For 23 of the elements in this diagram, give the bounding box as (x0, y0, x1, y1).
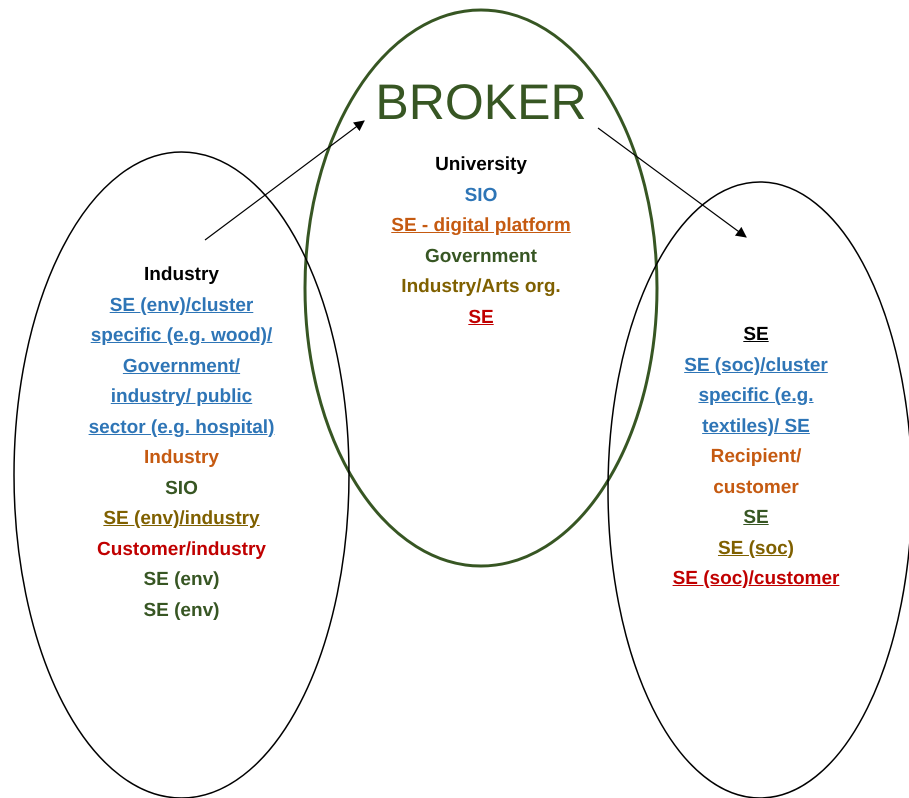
label: Industry (144, 263, 219, 287)
heading: BROKER (375, 73, 587, 132)
label: University (435, 153, 527, 177)
underlined-label: SE (743, 506, 769, 530)
arrow (204, 120, 365, 240)
label: SE (env) (143, 598, 220, 622)
underlined-label: SE (soc)/customer (672, 567, 840, 591)
underlined-label: SE (env)/industry (103, 507, 260, 531)
underlined-label: SE (env)/cluster specific (e.g. wood)/ Government/ industry/ public sector (e.g. hospital) (88, 294, 276, 440)
underlined-label: SE (743, 323, 769, 347)
label: Customer/industry (97, 538, 266, 562)
label: SIO (464, 184, 498, 208)
label: Industry/Arts org. (401, 275, 561, 299)
underlined-label: SE (468, 306, 494, 330)
underlined-label: SE - digital platform (391, 214, 571, 238)
label: SE (env) (143, 568, 220, 592)
label: SIO (165, 476, 198, 500)
label: Recipient/ customer (710, 445, 802, 500)
arrow (598, 128, 747, 238)
label: Government (425, 244, 537, 268)
underlined-label: SE (soc)/cluster specific (e.g. textiles)/ SE (683, 354, 829, 438)
label: Industry (144, 446, 219, 470)
underlined-label: SE (soc) (718, 536, 794, 560)
